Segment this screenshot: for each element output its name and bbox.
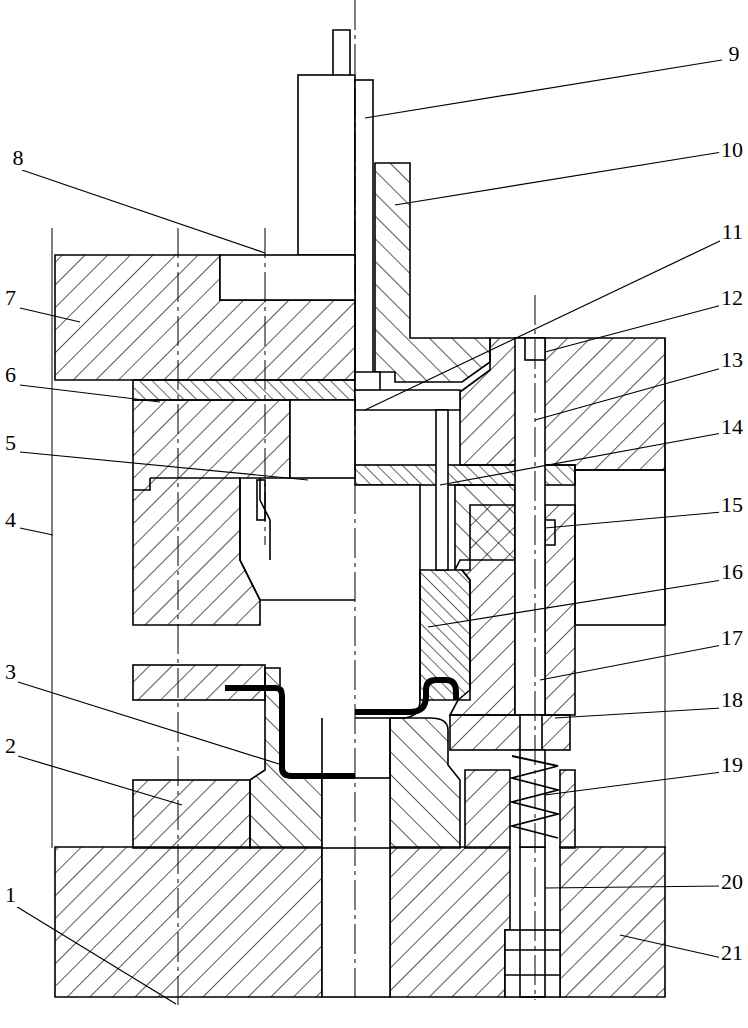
callout-number: 13: [719, 348, 745, 372]
callout-number: 15: [719, 493, 745, 517]
callout-number: 17: [719, 626, 745, 650]
callout-number: 7: [3, 286, 18, 310]
callout-number: 5: [3, 431, 18, 455]
callout-number: 11: [720, 220, 745, 244]
callout-number: 18: [719, 688, 745, 712]
callout-number: 12: [719, 286, 745, 310]
callout-number: 4: [3, 508, 18, 532]
callout-number: 9: [727, 42, 742, 66]
callout-number: 2: [3, 734, 18, 758]
callout-number: 16: [719, 560, 745, 584]
callout-number: 21: [719, 941, 745, 965]
callout-number: 20: [719, 870, 745, 894]
callout-number: 14: [719, 415, 745, 439]
callout-number: 10: [719, 138, 745, 162]
callout-number: 19: [719, 753, 745, 777]
callout-number: 1: [3, 883, 18, 907]
callout-number: 3: [3, 660, 18, 684]
callout-number: 8: [11, 146, 26, 170]
callout-number: 6: [3, 363, 18, 387]
